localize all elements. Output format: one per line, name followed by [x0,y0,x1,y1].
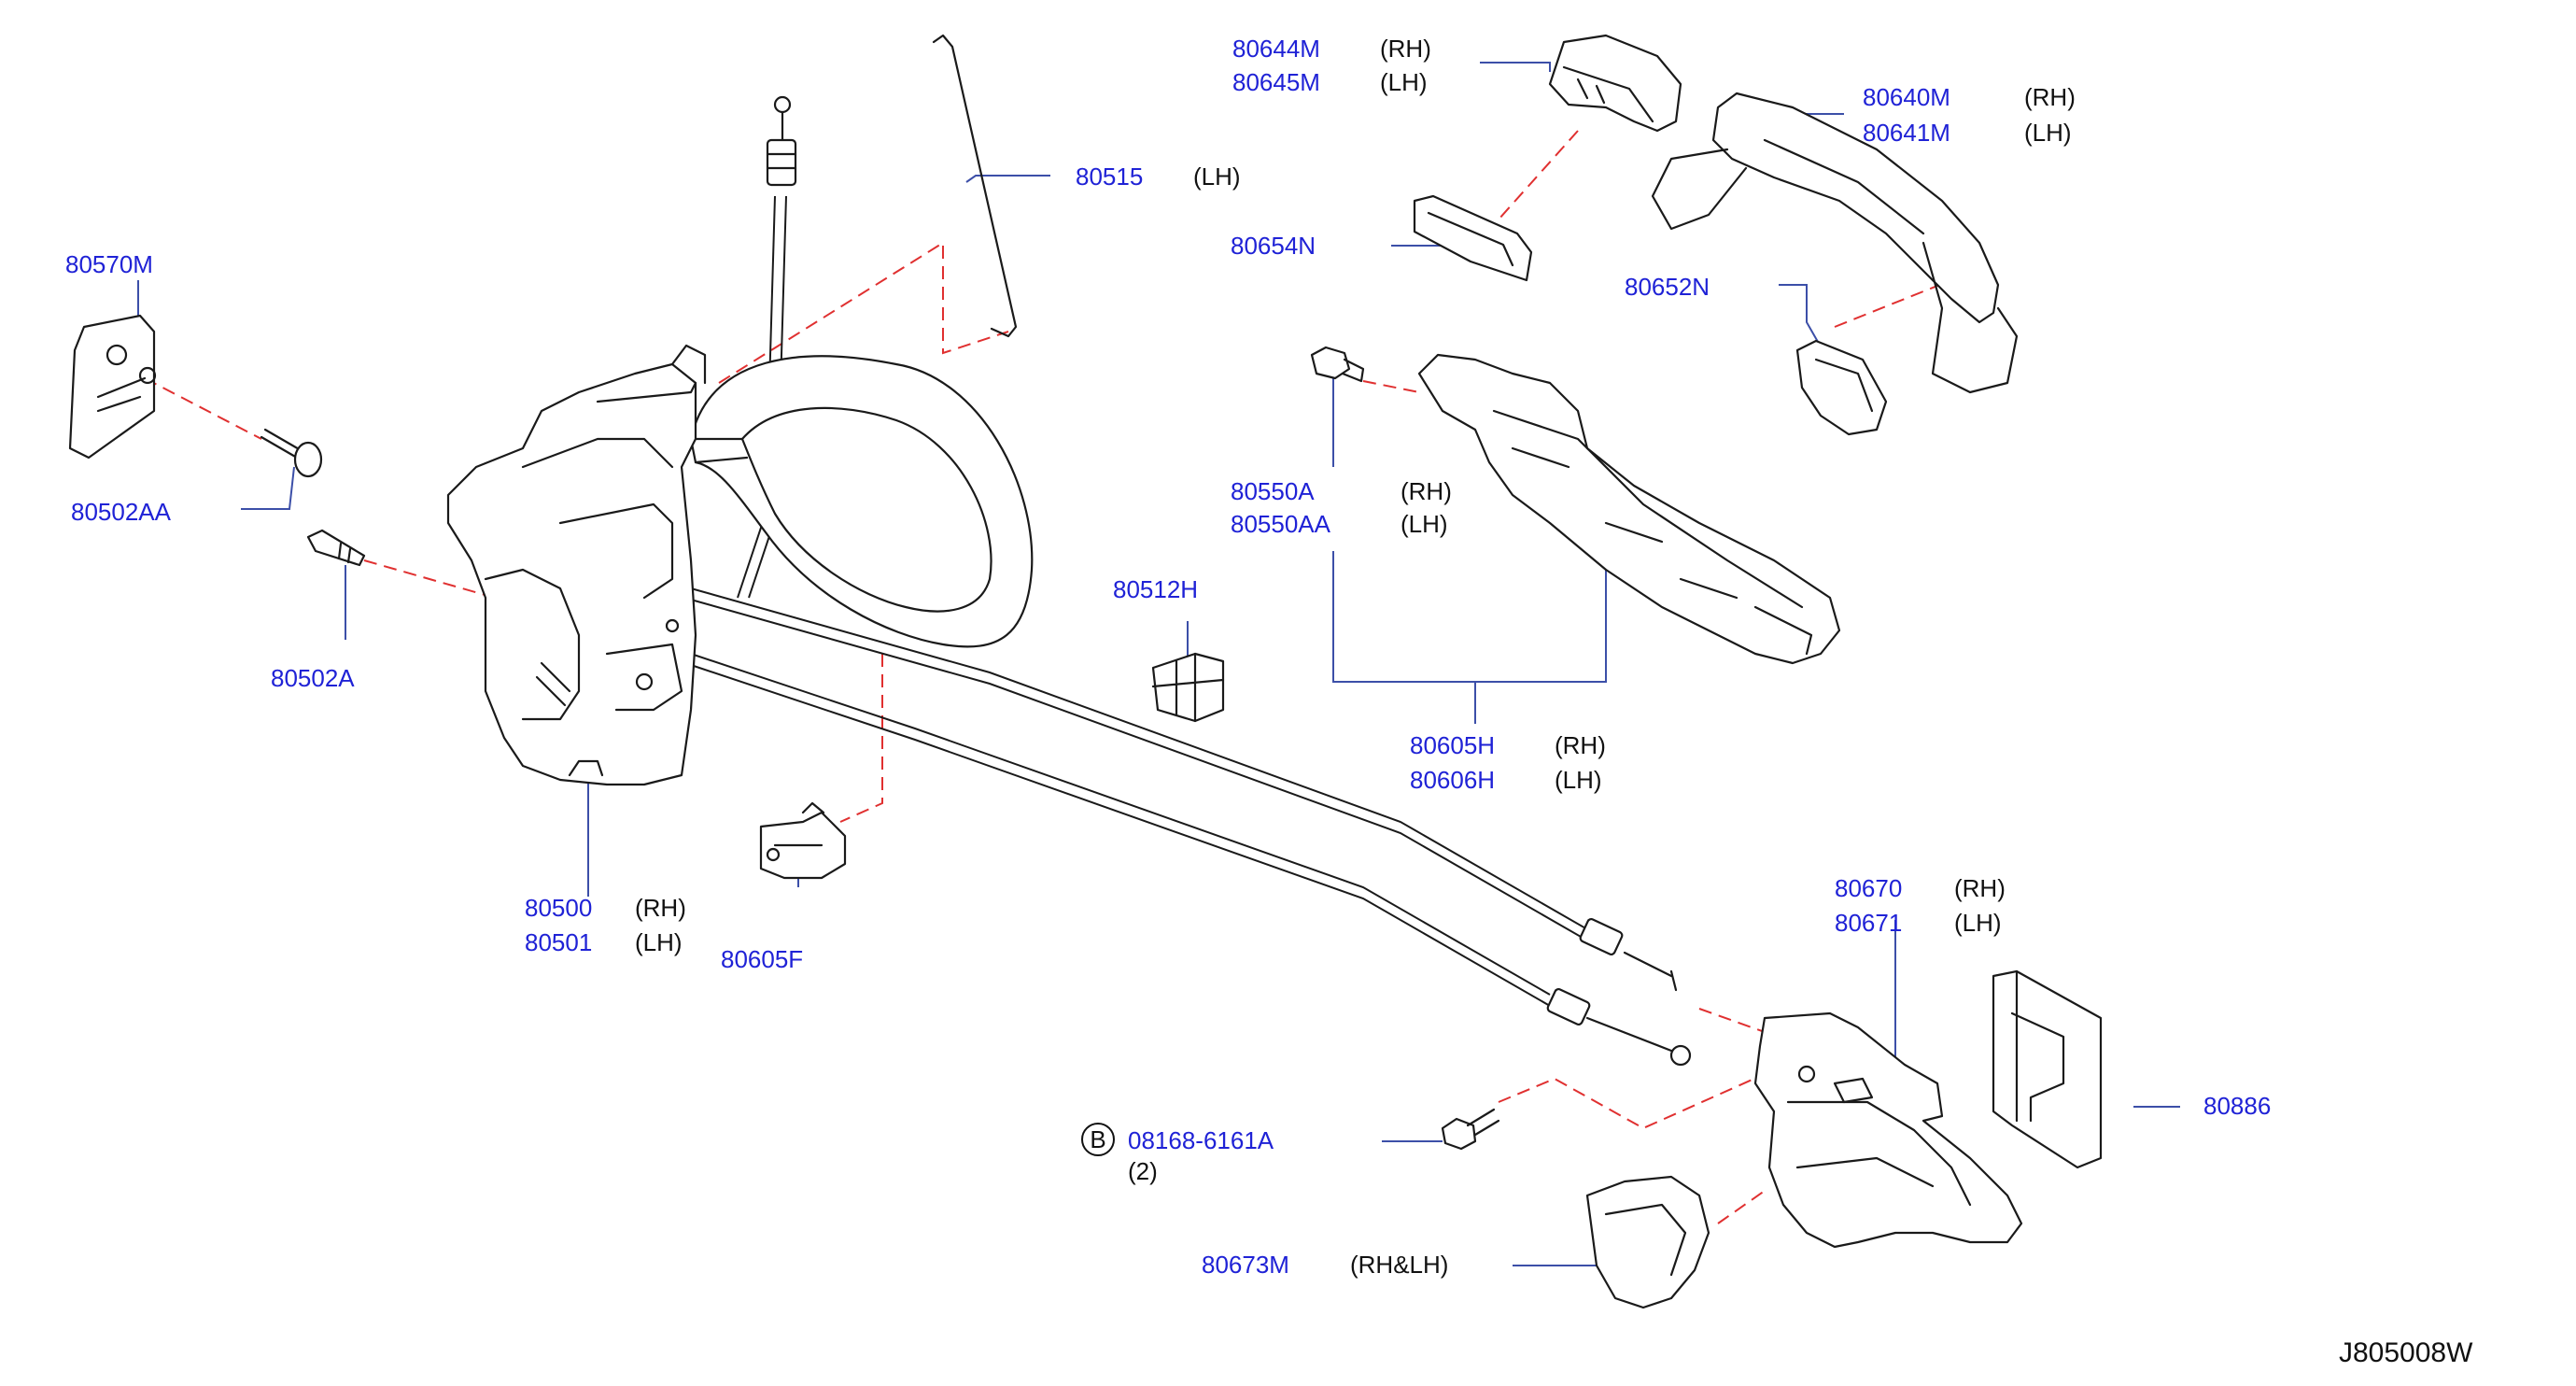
assembly-lines [144,130,1952,1224]
label-80641M-side: (LH) [2024,119,2072,147]
label-80644M-side: (RH) [1380,35,1431,63]
label-80670: 80670 [1835,874,1902,902]
label-80645M-side: (LH) [1380,68,1428,96]
label-80605H-side: (RH) [1555,731,1606,759]
label-80886: 80886 [2203,1092,2271,1120]
label-08168-6161A: 08168-6161A [1128,1126,1274,1154]
label-80502AA: 80502AA [71,498,172,526]
label-80501-side: (LH) [635,928,683,956]
label-80500-side: (RH) [635,894,686,922]
gasket-80654N [1413,194,1533,282]
label-80654N: 80654N [1231,232,1316,260]
bolt-symbol-circle [1081,1123,1115,1156]
clip-80605F [759,801,847,880]
label-80502A: 80502A [271,664,355,692]
label-08168-qty: (2) [1128,1157,1158,1185]
escutcheon-80673M [1585,1175,1710,1309]
label-80645M: 80645M [1232,68,1320,96]
label-80501: 80501 [525,928,592,956]
gasket-80652N [1795,339,1888,436]
label-80550A-side: (RH) [1401,477,1452,505]
label-80673M-side: (RH&LH) [1350,1251,1448,1279]
inside-handle-80670 [1753,1011,2023,1249]
label-80550A: 80550A [1231,477,1315,505]
part-labels: 80644M (RH) 80645M (LH) 80640M (RH) 8064… [65,35,2473,1368]
bolt-80502AA [260,428,323,478]
bolt-symbol-letter: B [1090,1125,1105,1153]
label-80570M: 80570M [65,250,153,278]
label-80671: 80671 [1835,909,1902,937]
bolt-80502A [306,529,366,567]
cable-fitting-top [766,95,797,187]
label-80606H-side: (LH) [1555,766,1602,794]
label-80640M: 80640M [1863,83,1950,111]
label-80606H: 80606H [1410,766,1495,794]
label-80652N: 80652N [1625,273,1710,301]
label-80515: 80515 [1076,163,1143,191]
label-80515-side: (LH) [1193,163,1241,191]
label-80550AA: 80550AA [1231,510,1331,538]
label-80605F: 80605F [721,945,803,973]
handle-cover-80644M [1548,34,1682,133]
label-80640M-side: (RH) [2024,83,2076,111]
label-80500: 80500 [525,894,592,922]
label-80512H: 80512H [1113,575,1198,603]
handle-bracket-80605H [1417,353,1841,665]
door-lock-actuator [446,344,707,786]
rod-80515 [932,34,1018,338]
label-80605H: 80605H [1410,731,1495,759]
label-80644M: 80644M [1232,35,1320,63]
pad-80886 [1992,969,2103,1169]
cable-ends [1546,917,1692,1067]
label-80673M: 80673M [1202,1251,1289,1279]
clip-80512H [1151,652,1225,723]
diagram-code: J805008W [2339,1337,2473,1368]
striker-80570M [68,314,157,460]
label-80641M: 80641M [1863,119,1950,147]
outside-handle-80640M [1651,92,2019,394]
bolt-08168 [1441,1108,1500,1151]
label-80550AA-side: (LH) [1401,510,1448,538]
door-seal-loop [689,355,1034,648]
label-80671-side: (LH) [1954,909,2002,937]
label-80670-side: (RH) [1954,874,2006,902]
bolt-80550A [1310,346,1365,383]
